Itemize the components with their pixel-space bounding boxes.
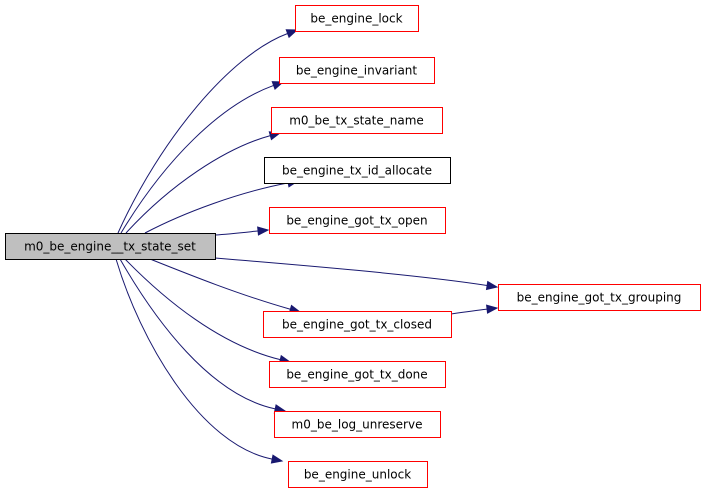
nodes-layer: m0_be_engine__tx_state_set be_engine_loc… — [5, 5, 701, 488]
node-root-box — [5, 233, 216, 260]
edge-root-to-n1 — [117, 29, 299, 234]
edge-line — [450, 308, 488, 315]
node-label: be_engine_unlock — [304, 468, 411, 482]
node-box — [269, 207, 446, 234]
edge-line — [117, 33, 288, 234]
edge-line — [144, 182, 289, 234]
node-be-engine-invariant[interactable]: be_engine_invariant — [279, 57, 435, 84]
arrowhead-icon — [257, 226, 270, 236]
node-m0-be-tx-state-name[interactable]: m0_be_tx_state_name — [271, 107, 443, 134]
edge-line — [124, 258, 281, 361]
arrowhead-icon — [485, 280, 499, 291]
node-box — [295, 5, 419, 32]
node-label: be_engine_lock — [310, 12, 402, 26]
node-label: m0_be_log_unreserve — [292, 418, 423, 432]
edge-line — [214, 257, 488, 286]
node-be-engine-tx-id-allocate: be_engine_tx_id_allocate — [264, 157, 451, 184]
node-be-engine-got-tx-grouping[interactable]: be_engine_got_tx_grouping — [498, 284, 701, 311]
arrowhead-icon — [285, 29, 299, 39]
node-box — [498, 284, 701, 311]
node-box — [279, 57, 435, 84]
edge-root-to-n2 — [120, 81, 285, 234]
node-be-engine-got-tx-done[interactable]: be_engine_got_tx_done — [269, 361, 446, 388]
node-label: be_engine_tx_id_allocate — [282, 164, 432, 178]
edge-line — [115, 258, 273, 460]
node-box — [288, 461, 428, 488]
arrowhead-icon — [270, 454, 284, 464]
node-be-engine-unlock[interactable]: be_engine_unlock — [288, 461, 428, 488]
node-label: be_engine_got_tx_done — [286, 368, 427, 382]
edge-line — [214, 230, 259, 236]
edge-root-to-n10 — [115, 258, 284, 464]
edge-root-to-n3 — [125, 131, 282, 234]
edge-line — [120, 84, 274, 234]
edge-root-to-n9 — [119, 258, 287, 414]
node-label: be_engine_got_tx_open — [286, 214, 427, 228]
node-label: be_engine_got_tx_grouping — [517, 291, 682, 305]
arrowhead-icon — [486, 304, 499, 314]
node-box — [263, 311, 452, 338]
node-label: be_engine_invariant — [296, 64, 418, 78]
node-root[interactable]: m0_be_engine__tx_state_set — [5, 233, 216, 260]
edge-root-to-n6 — [214, 257, 499, 291]
edge-root-to-n5 — [214, 226, 270, 236]
edge-line — [125, 135, 271, 234]
node-box — [271, 107, 443, 134]
edge-line — [119, 258, 276, 410]
edge-root-to-n7 — [149, 258, 302, 314]
edge-line — [149, 258, 291, 310]
edge-n7-to-n6 — [450, 304, 499, 315]
node-m0-be-log-unreserve[interactable]: m0_be_log_unreserve — [274, 411, 441, 438]
node-be-engine-got-tx-open[interactable]: be_engine_got_tx_open — [269, 207, 446, 234]
node-label: m0_be_tx_state_name — [289, 114, 424, 128]
node-label: be_engine_got_tx_closed — [282, 318, 432, 332]
node-be-engine-lock[interactable]: be_engine_lock — [295, 5, 419, 32]
node-box — [264, 157, 451, 184]
node-box — [274, 411, 441, 438]
node-box — [269, 361, 446, 388]
node-be-engine-got-tx-closed[interactable]: be_engine_got_tx_closed — [263, 311, 452, 338]
node-root-label: m0_be_engine__tx_state_set — [24, 240, 196, 254]
